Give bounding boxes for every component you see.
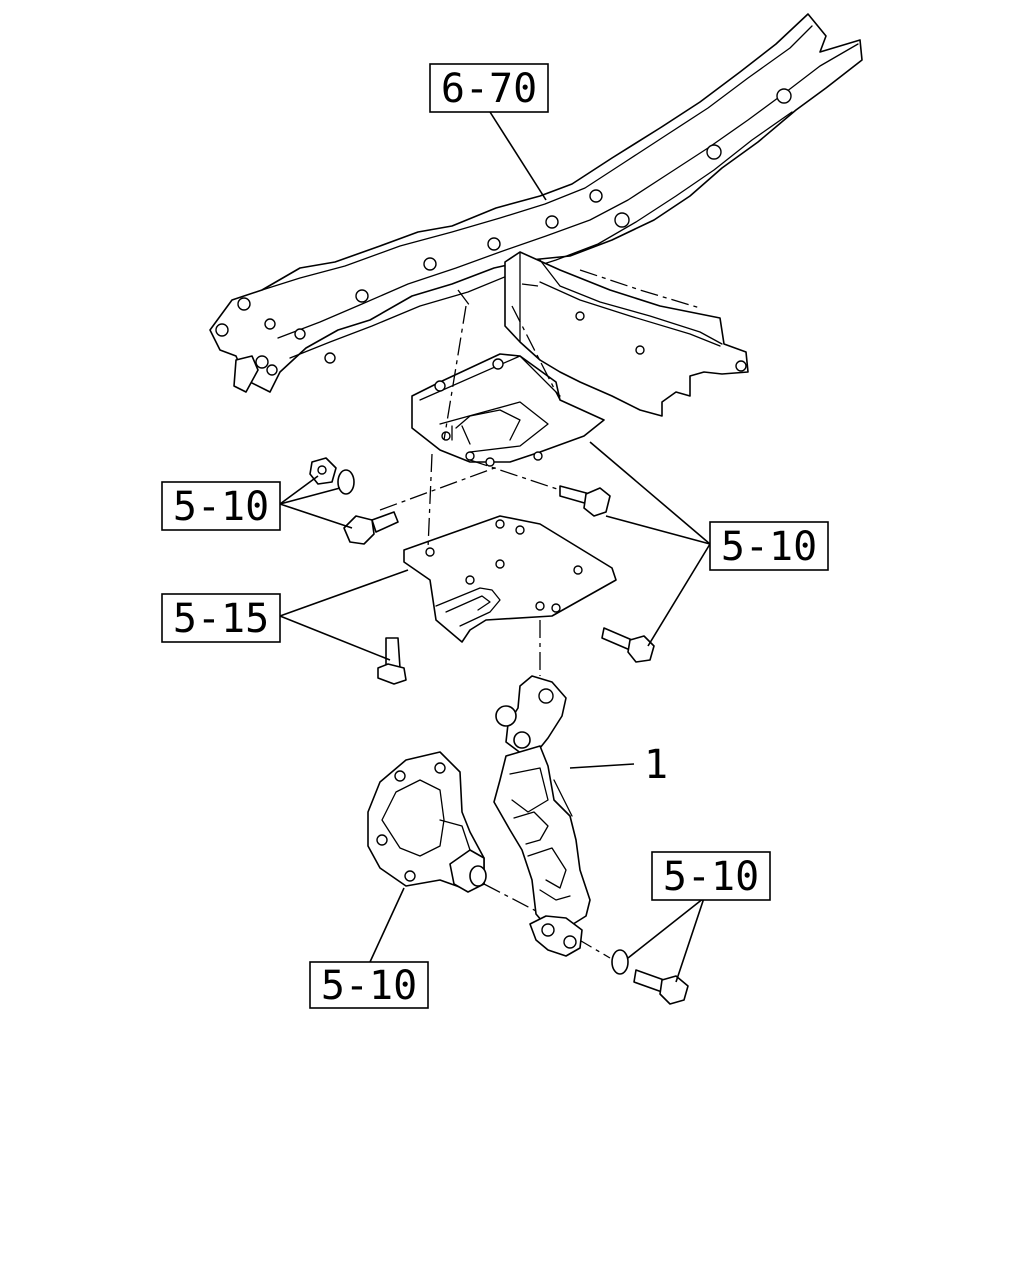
callout-frame-label: 6-70 bbox=[441, 66, 537, 112]
callout-bracket-bolts-left-label: 5-10 bbox=[173, 484, 269, 530]
alignment-lines bbox=[379, 283, 611, 959]
frame-rail bbox=[209, 13, 863, 393]
lower-bracket bbox=[367, 751, 487, 893]
leader-lines bbox=[279, 111, 711, 983]
callout-lower-bracket[interactable]: 5-10 bbox=[309, 961, 429, 1009]
callout-bracket-bolts-left[interactable]: 5-10 bbox=[161, 481, 281, 531]
callout-lever-item[interactable]: 1 bbox=[644, 742, 668, 788]
callout-bracket-bolts-right-label: 5-10 bbox=[721, 524, 817, 570]
callout-plate-bolt[interactable]: 5-15 bbox=[161, 593, 281, 643]
fasteners bbox=[309, 457, 689, 1005]
cross-member bbox=[504, 251, 749, 417]
shift-lever bbox=[493, 675, 591, 957]
callout-frame[interactable]: 6-70 bbox=[429, 63, 549, 113]
mounting-plate bbox=[403, 515, 617, 643]
callout-lever-bolt[interactable]: 5-10 bbox=[651, 851, 771, 901]
upper-bracket bbox=[411, 353, 605, 467]
callout-lower-bracket-label: 5-10 bbox=[321, 963, 417, 1009]
callout-lever-bolt-label: 5-10 bbox=[663, 854, 759, 900]
callout-plate-bolt-label: 5-15 bbox=[173, 596, 269, 642]
callout-bracket-bolts-right[interactable]: 5-10 bbox=[709, 521, 829, 571]
